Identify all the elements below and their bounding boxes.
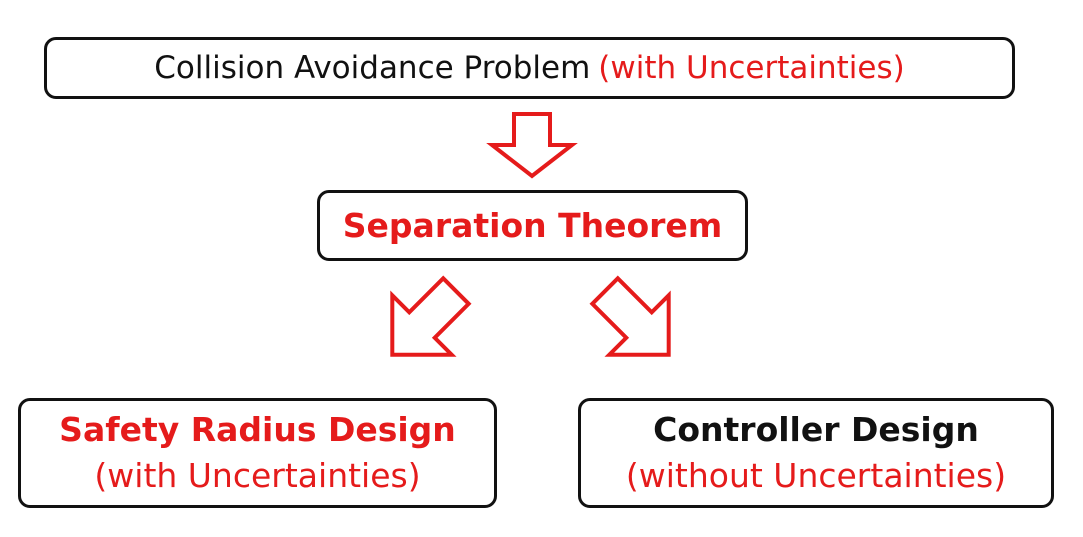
down-right-arrow-icon (589, 275, 671, 357)
safety-radius-qualifier: (with Uncertainties) (94, 456, 421, 495)
problem-qualifier: (with Uncertainties) (598, 50, 905, 86)
controller-design-qualifier: (without Uncertainties) (625, 456, 1007, 495)
controller-design-title: Controller Design (653, 410, 979, 449)
down-arrow-icon (486, 112, 578, 179)
separation-theorem-box: Separation Theorem (317, 190, 748, 261)
separation-theorem-title: Separation Theorem (342, 206, 723, 245)
safety-radius-design-box: Safety Radius Design (with Uncertainties… (18, 398, 497, 508)
safety-radius-title: Safety Radius Design (59, 410, 456, 449)
collision-avoidance-problem-box: Collision Avoidance Problem (with Uncert… (44, 37, 1015, 99)
controller-design-box: Controller Design (without Uncertainties… (578, 398, 1054, 508)
problem-title: Collision Avoidance Problem (154, 50, 591, 86)
down-left-arrow-icon (390, 275, 472, 357)
